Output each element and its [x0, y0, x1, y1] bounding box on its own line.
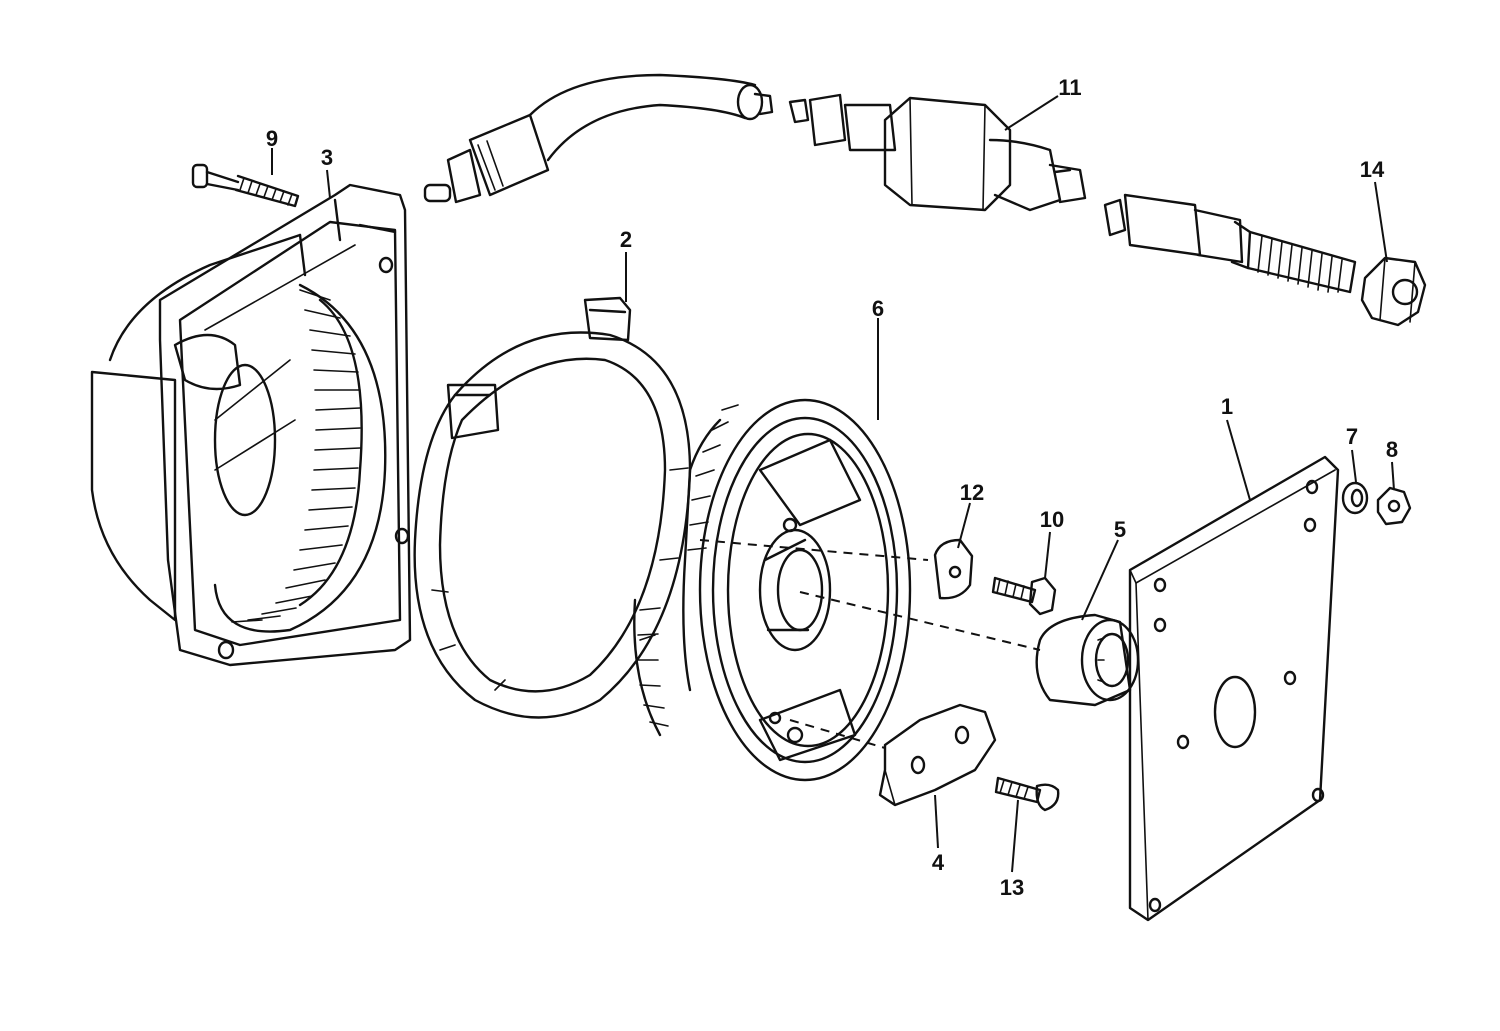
callout-2: 2 — [620, 227, 632, 252]
part-lock-washer-7 — [1341, 481, 1369, 515]
part-screw-13 — [994, 776, 1060, 812]
part-tab-washer-12 — [933, 538, 974, 600]
part-nut-14 — [1360, 256, 1427, 327]
callout-4: 4 — [932, 850, 945, 875]
callout-labels: 1 2 3 4 5 6 7 8 9 10 11 12 13 14 — [266, 75, 1398, 900]
part-cover-plate — [1128, 455, 1340, 922]
callout-14: 14 — [1360, 157, 1385, 182]
part-band-ring — [413, 296, 692, 719]
assembly-lines — [699, 539, 1041, 749]
part-shoe-plate-4 — [878, 703, 997, 807]
part-bolt-10 — [991, 576, 1057, 616]
callout-8: 8 — [1386, 437, 1398, 462]
part-bolt-9 — [191, 163, 300, 208]
callout-11: 11 — [1058, 75, 1081, 100]
part-cable-assembly — [423, 73, 1357, 294]
callout-leaders — [271, 95, 1395, 873]
callout-9: 9 — [266, 126, 278, 151]
part-hex-nut-8 — [1376, 486, 1412, 526]
callout-7: 7 — [1346, 424, 1358, 449]
part-gear-housing — [90, 183, 412, 667]
callout-1: 1 — [1221, 394, 1233, 419]
callout-10: 10 — [1040, 507, 1064, 532]
callout-3: 3 — [321, 145, 333, 170]
callout-13: 13 — [1000, 875, 1024, 900]
callout-12: 12 — [960, 480, 984, 505]
callout-5: 5 — [1114, 517, 1126, 542]
part-bushing-5 — [1035, 613, 1140, 707]
part-brake-drum — [633, 398, 912, 782]
callout-6: 6 — [872, 296, 884, 321]
